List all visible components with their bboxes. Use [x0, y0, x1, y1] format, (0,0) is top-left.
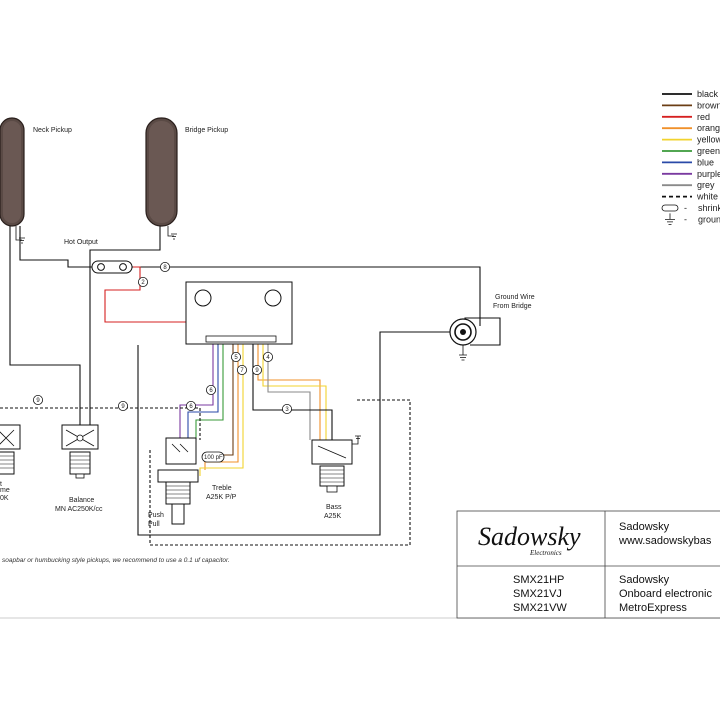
- balance-pot: [61, 424, 99, 479]
- volume-label-t: t: [0, 481, 2, 488]
- legend-label: ground: [698, 214, 720, 224]
- treble-label-line2: A25K P/P: [206, 494, 237, 501]
- node-marker: 9: [118, 400, 129, 411]
- ground-icon: [665, 213, 675, 225]
- bridge-pickup-label: Bridge Pickup: [185, 127, 228, 134]
- node-number: 3: [285, 407, 289, 413]
- legend-label: black: [697, 89, 719, 99]
- desc-line-3: MetroExpress: [619, 602, 687, 614]
- node-number: 2: [141, 280, 145, 286]
- treble-pot: [157, 437, 199, 525]
- brand-subtitle: Electronics: [529, 549, 562, 557]
- legend-label: yellow: [697, 135, 720, 145]
- legend-item: brown: [662, 100, 720, 110]
- push-label: Push: [148, 512, 164, 519]
- capacitor: [201, 451, 225, 463]
- wires: [0, 226, 501, 546]
- company-name: Sadowsky: [619, 521, 670, 533]
- node-numbers: 9 9 8 2 5 6 7 4 9 3 6: [33, 261, 292, 414]
- ground-wire-label-line1: Ground Wire: [495, 294, 535, 301]
- legend-item: blue: [662, 157, 714, 167]
- node-number: 5: [234, 355, 238, 361]
- node-number: 8: [163, 265, 167, 271]
- volume-pot: [0, 424, 21, 475]
- legend-label: white: [696, 192, 718, 202]
- legend-label: blue: [697, 157, 714, 167]
- node-marker: 9: [33, 394, 44, 405]
- legend-separator: -: [684, 203, 687, 213]
- company-website: www.sadowskybas: [618, 535, 712, 547]
- preamp-board: [185, 281, 293, 345]
- brand-logo: Sadowsky: [478, 522, 581, 551]
- capacitor-label: 100 pF: [204, 455, 223, 461]
- legend-item: orange: [662, 123, 720, 133]
- model-3: SMX21VW: [513, 602, 567, 614]
- node-marker: 6: [185, 400, 196, 411]
- node-marker: 9: [251, 364, 262, 375]
- desc-line-1: Sadowsky: [619, 574, 670, 586]
- pull-label: Pull: [148, 521, 160, 528]
- node-number: 9: [121, 404, 125, 410]
- ground-wire-label-line2: From Bridge: [493, 303, 532, 310]
- legend-item: - ground: [665, 213, 720, 225]
- volume-label-me: me: [0, 487, 10, 494]
- legend-label: grey: [697, 180, 715, 190]
- neck-pickup: [0, 117, 25, 227]
- legend-item: grey: [662, 180, 715, 190]
- bass-pot: [311, 435, 361, 493]
- node-number: 6: [209, 388, 213, 394]
- bass-label-line2: A25K: [324, 513, 341, 520]
- balance-label-line1: Balance: [69, 497, 94, 504]
- legend-label: red: [697, 112, 710, 122]
- legend-label: shrink: [698, 203, 720, 213]
- node-number: 9: [255, 368, 259, 374]
- legend-item: yellow: [662, 135, 720, 145]
- node-marker: 5: [230, 351, 241, 362]
- balance-label-line2: MN AC250K/cc: [55, 506, 103, 513]
- hot-output-connector: [91, 260, 133, 274]
- legend-label: brown: [697, 100, 720, 110]
- node-marker: 8: [159, 261, 170, 272]
- output-jack: [449, 318, 477, 361]
- node-marker: 2: [137, 276, 148, 287]
- legend-item: purple: [662, 169, 720, 179]
- node-marker: 4: [262, 351, 273, 362]
- shrink-icon: [661, 204, 679, 212]
- legend-label: purple: [697, 169, 720, 179]
- title-block: [0, 510, 720, 619]
- bridge-pickup: [145, 117, 178, 227]
- node-marker: 7: [236, 364, 247, 375]
- node-marker: 6: [205, 384, 216, 395]
- legend-item: green: [662, 146, 720, 156]
- desc-line-2: Onboard electronic: [619, 588, 712, 600]
- legend-label: green: [697, 146, 720, 156]
- neck-pickup-label: Neck Pickup: [33, 127, 72, 134]
- legend-item: - shrink: [661, 203, 720, 213]
- legend-item: red: [662, 112, 710, 122]
- model-1: SMX21HP: [513, 574, 564, 586]
- bass-label-line1: Bass: [326, 504, 342, 511]
- legend-item: white: [662, 192, 718, 202]
- legend-item: black: [662, 89, 719, 99]
- legend-separator: -: [684, 214, 687, 224]
- legend-label: orange: [697, 123, 720, 133]
- node-number: 6: [189, 404, 193, 410]
- node-number: 7: [240, 368, 244, 374]
- capacitor-note: soapbar or humbucking style pickups, we …: [2, 557, 230, 564]
- treble-label-line1: Treble: [212, 485, 232, 492]
- node-number: 9: [36, 398, 40, 404]
- model-2: SMX21VJ: [513, 588, 562, 600]
- node-number: 4: [266, 355, 270, 361]
- volume-label-ok: 0K: [0, 495, 9, 502]
- node-marker: 3: [281, 403, 292, 414]
- hot-output-label: Hot Output: [64, 239, 98, 246]
